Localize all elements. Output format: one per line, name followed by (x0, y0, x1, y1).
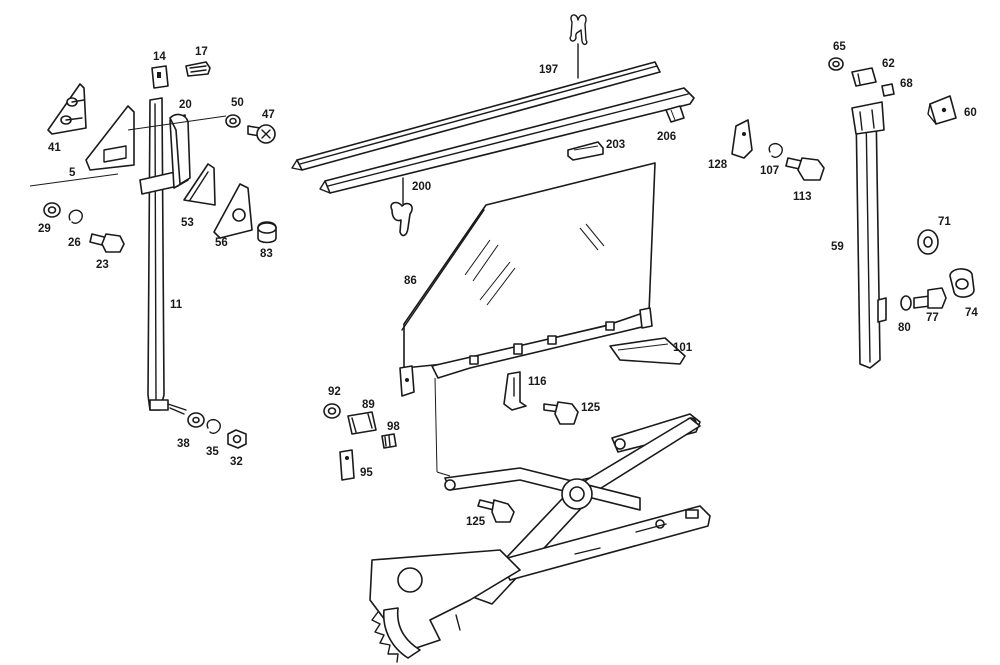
guide-block-89-icon (347, 411, 377, 435)
window-regulator (369, 413, 711, 663)
label-14: 14 (153, 51, 166, 63)
washer-29-icon (43, 202, 61, 218)
label-74: 74 (965, 307, 978, 319)
label-29: 29 (38, 223, 51, 235)
label-17: 17 (195, 46, 208, 58)
triangle-plate-53-icon (183, 163, 216, 206)
buffer-74-icon (949, 268, 975, 298)
washer-50-icon (225, 114, 241, 128)
window-channel-lower (319, 87, 695, 194)
label-107: 107 (760, 165, 779, 177)
stud-98-icon (381, 433, 397, 449)
label-77: 77 (926, 312, 939, 324)
label-92: 92 (328, 386, 341, 398)
label-68: 68 (900, 78, 913, 90)
stop-203-icon (567, 141, 604, 161)
label-101: 101 (673, 342, 693, 354)
label-125-lower: 125 (466, 516, 486, 528)
label-62: 62 (882, 58, 895, 70)
bolt-77-icon (913, 287, 947, 309)
label-56: 56 (215, 237, 228, 249)
triangle-plate-56-icon (213, 183, 253, 239)
label-23: 23 (96, 259, 109, 271)
label-59: 59 (831, 241, 844, 253)
washer-80-icon (900, 295, 912, 311)
label-206: 206 (657, 131, 676, 143)
washer-38-icon (187, 412, 205, 428)
nut-32-icon (227, 429, 247, 449)
label-41: 41 (48, 142, 61, 154)
label-89: 89 (362, 399, 375, 411)
bolt-23-icon (89, 233, 125, 253)
label-80: 80 (898, 322, 911, 334)
bushing-71-icon (917, 229, 939, 255)
window-guide-rail-59 (851, 101, 887, 369)
plate-95-icon (339, 449, 355, 481)
clip-197-icon (569, 14, 588, 79)
label-20: 20 (179, 99, 192, 111)
label-5: 5 (69, 167, 76, 179)
label-32: 32 (230, 456, 243, 468)
spring-washer-26-icon (68, 209, 84, 224)
spring-washer-35-icon (206, 418, 222, 434)
triangle-cover-41-icon (47, 83, 87, 135)
label-47: 47 (262, 109, 275, 121)
clip-200-icon (390, 177, 413, 237)
bolt-113-icon (785, 157, 825, 181)
label-98: 98 (387, 421, 400, 433)
guide-top-20-icon (169, 113, 191, 185)
label-11: 11 (170, 299, 183, 311)
clip-nut-14-icon (151, 65, 169, 89)
guide-block-62-icon (851, 67, 877, 87)
label-26: 26 (68, 237, 81, 249)
bolt-125-lower-icon (477, 499, 515, 523)
bolt-125-upper-icon (543, 401, 579, 425)
label-200: 200 (412, 181, 431, 193)
window-channel-upper (291, 61, 661, 171)
label-50: 50 (231, 97, 244, 109)
spring-washer-107-icon (768, 142, 784, 158)
cap-83-icon (257, 221, 277, 244)
label-60: 60 (964, 107, 977, 119)
mirror-bracket-5-icon (29, 105, 227, 187)
label-38: 38 (177, 438, 190, 450)
label-35: 35 (206, 446, 219, 458)
bracket-116-icon (503, 371, 527, 411)
washer-65-icon (828, 57, 844, 71)
label-116: 116 (528, 376, 547, 388)
screw-47-icon (247, 124, 276, 144)
label-71: 71 (938, 216, 951, 228)
label-53: 53 (181, 217, 194, 229)
label-83: 83 (260, 248, 273, 260)
label-113: 113 (793, 191, 812, 203)
label-65: 65 (833, 41, 846, 53)
wedge-101-icon (609, 337, 686, 365)
bracket-128-icon (731, 119, 753, 159)
screw-17-icon (185, 61, 211, 77)
label-197: 197 (539, 64, 558, 76)
washer-92-icon (323, 403, 341, 419)
stud-68-icon (881, 83, 895, 97)
bracket-60-icon (927, 95, 957, 125)
label-86: 86 (404, 275, 417, 287)
label-128: 128 (708, 159, 728, 171)
label-95: 95 (360, 467, 373, 479)
label-203: 203 (606, 139, 625, 151)
label-125-upper: 125 (581, 402, 601, 414)
door-glass (399, 162, 656, 397)
end-cap-206-icon (665, 105, 685, 123)
